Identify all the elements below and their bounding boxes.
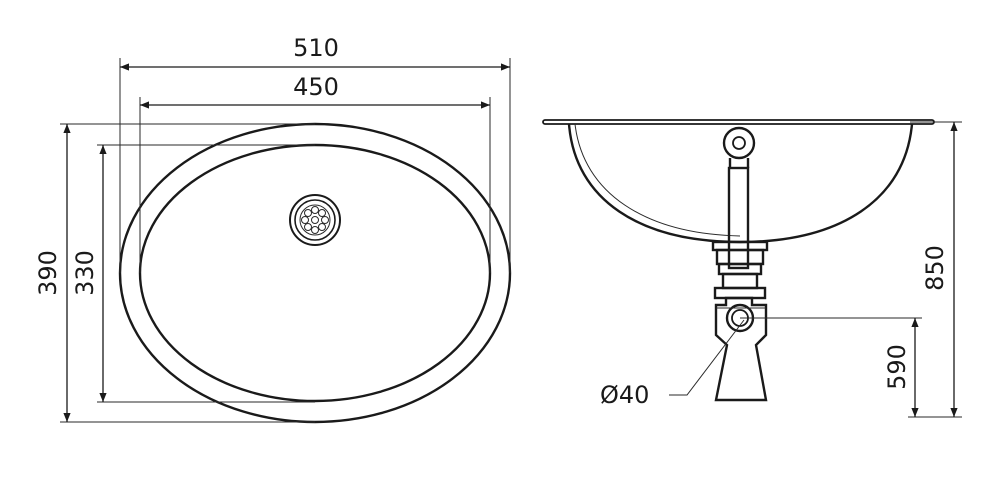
- dimension-label-trap-height: 590: [883, 344, 911, 390]
- dimension-label-inner-width: 450: [293, 73, 339, 101]
- basin-rim-plate: [542, 119, 935, 125]
- drain-strainer-icon: [289, 194, 341, 246]
- dimension-label-outer-depth: 390: [34, 250, 62, 296]
- basin-bowl-inner-profile: [574, 123, 741, 237]
- overflow-fitting-icon: [722, 126, 756, 168]
- basin-outer-rim: [118, 122, 512, 424]
- dimension-label-inner-depth: 330: [71, 250, 99, 296]
- basin-inner-bowl: [138, 143, 492, 403]
- top-view: 510 450 390 330: [34, 34, 512, 424]
- waste-fitting: [711, 240, 769, 300]
- top-view-extension-lines: [60, 58, 511, 423]
- overflow-pipe: [727, 166, 750, 270]
- bottle-trap: [714, 296, 768, 402]
- dimension-label-total-height: 850: [921, 245, 949, 291]
- outlet-diameter-leader: [669, 319, 745, 396]
- basin-bowl-profile: [567, 123, 914, 244]
- side-view: 850 590 Ø40: [542, 119, 962, 418]
- dimension-label-outlet-diameter: Ø40: [600, 381, 649, 409]
- dimension-label-outer-width: 510: [293, 34, 339, 62]
